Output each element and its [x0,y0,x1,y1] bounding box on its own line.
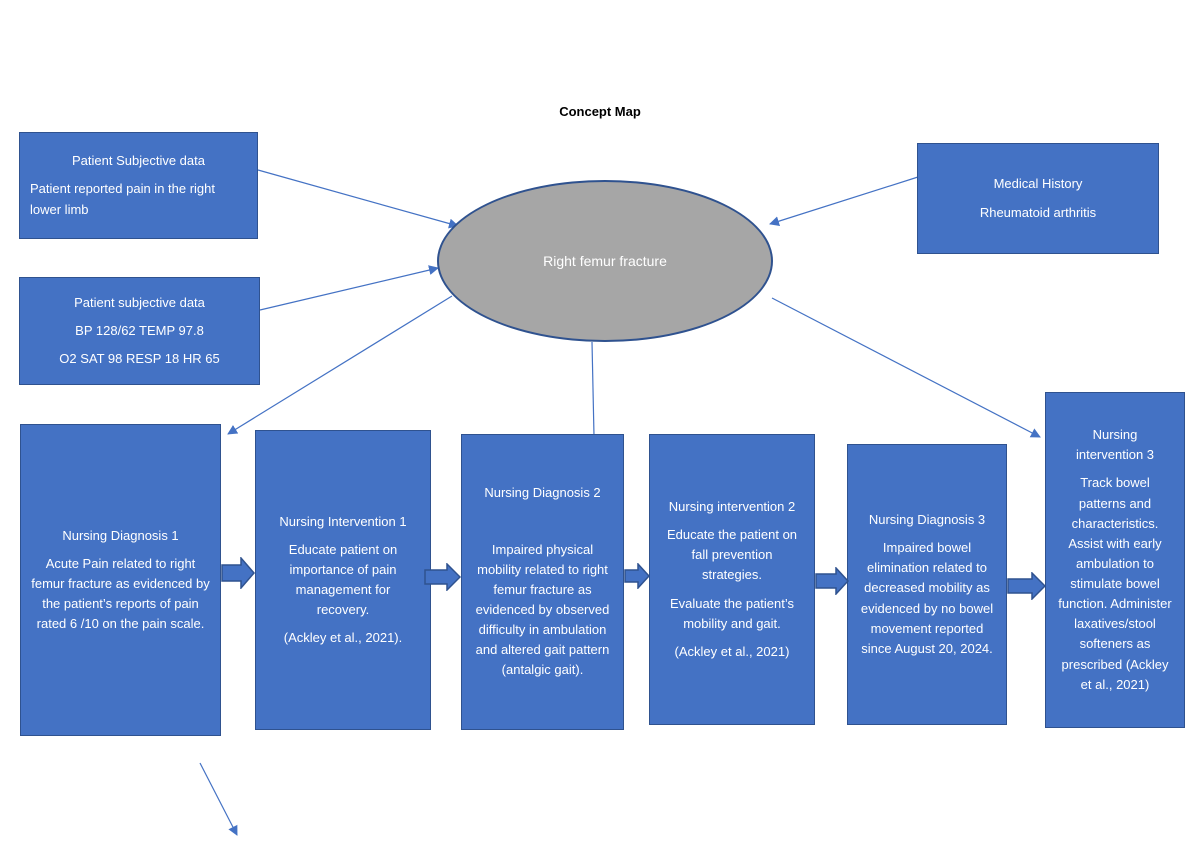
nursing-diagnosis-2-text: Impaired physical mobility related to ri… [475,541,610,678]
vitals-heading: Patient subjective data [74,294,205,310]
medical-history-box: Medical History Rheumatoid arthritis [917,143,1159,254]
flow-arrow-icon [424,563,461,591]
nursing-diagnosis-3-box: Nursing Diagnosis 3 Impaired bowel elimi… [847,444,1007,725]
connector-history-to-center [769,176,919,227]
page-title: Concept Map [559,104,641,119]
connector-dx1-down [199,762,238,836]
central-topic-label: Right femur fracture [543,253,667,269]
medical-history-text: Rheumatoid arthritis [979,204,1097,220]
medical-history-heading: Medical History [993,176,1083,192]
flow-arrow-icon [815,567,849,595]
connector-center-to-int3 [771,297,1041,438]
nursing-diagnosis-1-text: Acute Pain related to right femur fractu… [31,555,210,632]
nursing-diagnosis-2-heading: Nursing Diagnosis 2 [484,485,601,501]
nursing-diagnosis-2-box: Nursing Diagnosis 2 Impaired physical mo… [461,434,624,730]
nursing-intervention-3-box: Nursing intervention 3 Track bowel patte… [1045,392,1185,728]
nursing-diagnosis-1-box: Nursing Diagnosis 1 Acute Pain related t… [20,424,221,736]
flow-arrow-icon [1007,572,1046,600]
connector-center-to-dx1 [227,295,453,435]
nursing-intervention-2-citation: (Ackley et al., 2021) [674,643,790,659]
connector-center-to-dx2 [591,341,595,437]
subjective-data-heading: Patient Subjective data [72,153,205,169]
nursing-intervention-3-heading: Nursing intervention 3 [1075,427,1155,463]
nursing-diagnosis-3-text: Impaired bowel elimination related to de… [860,540,994,656]
nursing-intervention-1-box: Nursing Intervention 1 Educate patient o… [255,430,431,730]
nursing-diagnosis-3-heading: Nursing Diagnosis 3 [868,512,986,527]
vitals-line-1: BP 128/62 TEMP 97.8 [75,322,204,338]
nursing-intervention-1-citation: (Ackley et al., 2021). [283,630,403,646]
nursing-intervention-2-box: Nursing intervention 2 Educate the patie… [649,434,815,725]
nursing-intervention-2-text-2: Evaluate the patient’s mobility and gait… [669,595,795,631]
flow-arrow-icon [221,557,255,589]
nursing-diagnosis-1-heading: Nursing Diagnosis 1 [62,527,179,543]
connector-vitals-to-center [259,265,439,311]
flow-arrow-icon [624,563,650,589]
nursing-intervention-1-heading: Nursing Intervention 1 [279,513,407,529]
vitals-box: Patient subjective data BP 128/62 TEMP 9… [19,277,260,385]
subjective-data-text: Patient reported pain in the right lower… [30,181,216,217]
nursing-intervention-2-text-1: Educate the patient on fall prevention s… [666,527,798,583]
central-topic-ellipse: Right femur fracture [437,180,773,342]
nursing-intervention-2-heading: Nursing intervention 2 [668,499,796,514]
nursing-intervention-3-text: Track bowel patterns and characteristics… [1058,475,1172,692]
connector-subjective-to-center [257,169,459,229]
subjective-data-box: Patient Subjective data Patient reported… [19,132,258,239]
vitals-line-2: O2 SAT 98 RESP 18 HR 65 [59,351,220,367]
nursing-intervention-1-text: Educate patient on importance of pain ma… [288,541,398,618]
